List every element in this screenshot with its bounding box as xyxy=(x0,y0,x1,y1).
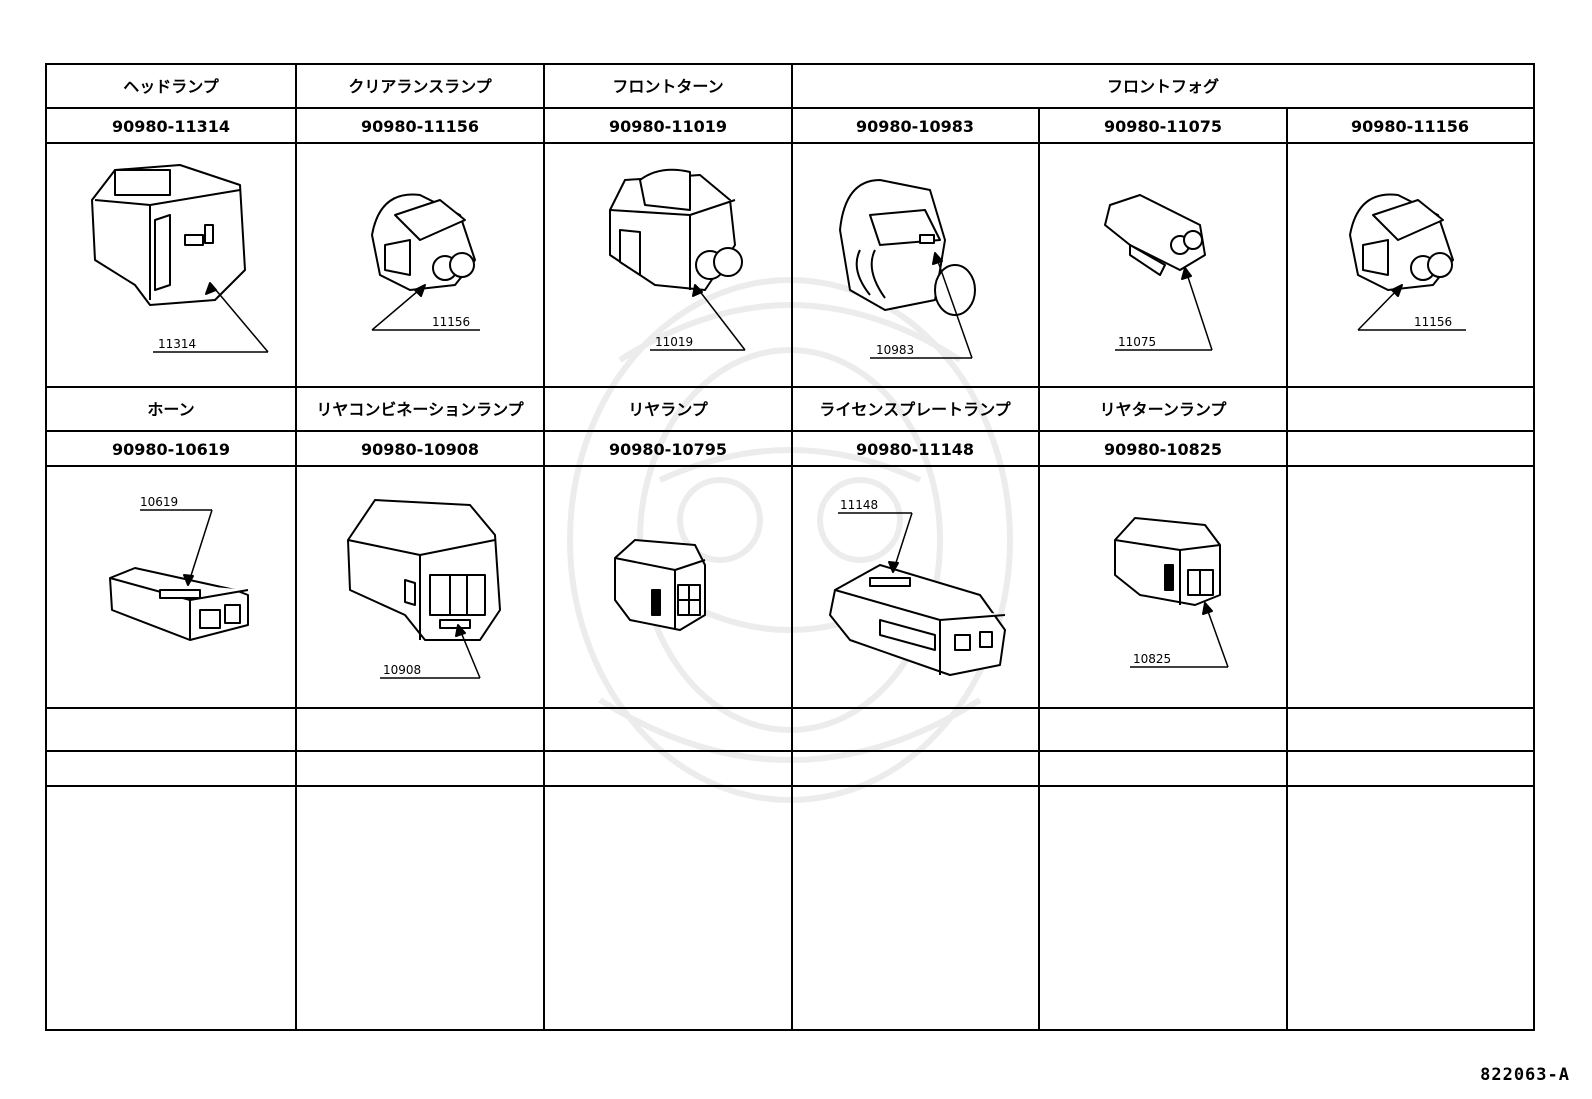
group-header-rear-turn-lamp: リヤターンランプ xyxy=(1100,400,1228,419)
part-number-7: 90980-10619 xyxy=(112,440,230,459)
part-number-6: 90980-11156 xyxy=(1351,117,1469,136)
callout-11075: 11075 xyxy=(1118,335,1156,349)
connector-drawing-11314-icon xyxy=(91,164,246,306)
connector-drawing-11148-icon xyxy=(829,564,1006,676)
part-number-9: 90980-10795 xyxy=(609,440,727,459)
group-header-rear-combination-lamp: リヤコンビネーションランプ xyxy=(316,400,524,419)
callout-11156-a: 11156 xyxy=(432,315,470,329)
connector-drawing-11156-b-icon xyxy=(1349,193,1454,291)
callout-10619: 10619 xyxy=(140,495,178,509)
part-number-4: 90980-10983 xyxy=(856,117,974,136)
connector-drawing-10795-icon xyxy=(614,539,706,631)
part-number-1: 90980-11314 xyxy=(112,117,230,136)
part-number-5: 90980-11075 xyxy=(1104,117,1222,136)
watermark-emblem-icon xyxy=(567,277,1013,803)
part-number-8: 90980-10908 xyxy=(361,440,479,459)
part-number-10: 90980-11148 xyxy=(856,440,974,459)
connector-drawing-11156-a-icon xyxy=(371,193,476,291)
connector-drawing-11019-icon xyxy=(609,168,743,291)
callout-11148: 11148 xyxy=(840,498,878,512)
group-header-horn: ホーン xyxy=(147,400,194,419)
table-grid xyxy=(45,63,1535,1031)
connector-drawing-10908-icon xyxy=(347,499,501,641)
group-header-rear-lamp: リヤランプ xyxy=(628,400,709,419)
group-header-front-fog: フロントフォグ xyxy=(1107,77,1219,96)
callout-10983: 10983 xyxy=(876,343,914,357)
connector-drawing-10825-icon xyxy=(1114,517,1221,606)
document-code: 822063-A xyxy=(1480,1065,1570,1085)
part-number-2: 90980-11156 xyxy=(361,117,479,136)
group-header-front-turn: フロントターン xyxy=(612,77,723,96)
callout-11314: 11314 xyxy=(158,337,196,351)
connector-drawing-10983-icon xyxy=(839,179,976,316)
group-header-clearance-lamp: クリアランスランプ xyxy=(348,77,492,96)
callout-10908: 10908 xyxy=(383,663,421,677)
callout-11019: 11019 xyxy=(655,335,693,349)
part-number-3: 90980-11019 xyxy=(609,117,727,136)
connector-drawing-10619-icon xyxy=(109,567,249,641)
group-header-headlamp: ヘッドランプ xyxy=(123,77,220,96)
part-number-11: 90980-10825 xyxy=(1104,440,1222,459)
callout-10825: 10825 xyxy=(1133,652,1171,666)
callout-11156-b: 11156 xyxy=(1414,315,1452,329)
group-header-license-plate-lamp: ライセンスプレートランプ xyxy=(819,400,1011,419)
connector-drawing-11075-icon xyxy=(1104,194,1206,276)
